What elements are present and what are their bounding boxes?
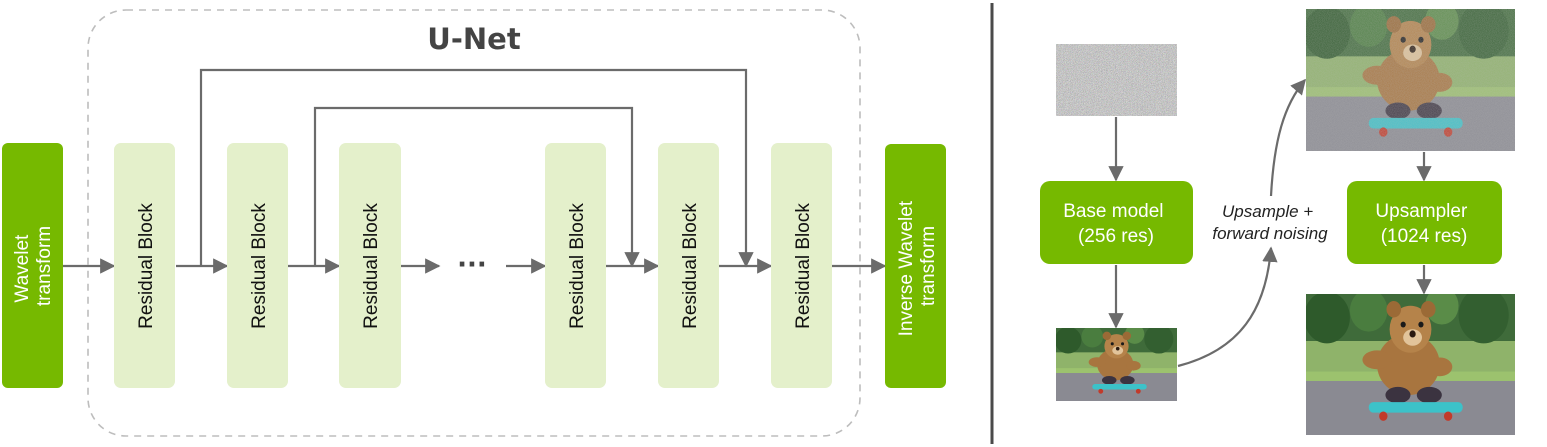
unet-dashed-frame bbox=[87, 9, 861, 437]
svg-text:Inverse Wavelet transfor: Inverse Wavelet transform bbox=[896, 196, 939, 337]
residual-block-5-label: Residual Block bbox=[680, 203, 701, 329]
residual-block-4: Residual Block bbox=[545, 143, 606, 388]
residual-block-4-label: Residual Block bbox=[567, 203, 588, 329]
upsample-note: Upsample + forward noising bbox=[1212, 202, 1328, 243]
wavelet-label-line1: Wavelet bbox=[12, 234, 33, 303]
base-model-label: Base model bbox=[1063, 201, 1163, 222]
residual-block-1-label: Residual Block bbox=[136, 203, 157, 329]
teddy-bear-1024-image bbox=[1306, 294, 1515, 435]
residual-block-2: Residual Block bbox=[227, 143, 288, 388]
residual-block-2-label: Residual Block bbox=[249, 203, 270, 329]
inverse-wavelet-transform-box: Inverse Wavelet transform bbox=[885, 144, 946, 388]
upsampler-res: (1024 res) bbox=[1381, 226, 1468, 247]
residual-block-6: Residual Block bbox=[771, 143, 832, 388]
arrow-upsample-curve bbox=[1177, 246, 1278, 368]
noise-image bbox=[1056, 44, 1177, 116]
skip-connection-inner bbox=[313, 106, 640, 268]
residual-block-5: Residual Block bbox=[658, 143, 719, 388]
upsample-note-line1: Upsample + bbox=[1222, 202, 1313, 221]
arrow-to-noisy-image bbox=[1269, 78, 1306, 197]
blocks-ellipsis: ··· bbox=[457, 250, 487, 280]
inverse-wavelet-label-line2: transform bbox=[918, 226, 939, 306]
upsample-note-line2: forward noising bbox=[1212, 224, 1328, 243]
wavelet-label-line2: transform bbox=[34, 226, 55, 306]
svg-text:Wavelet transform: Wavelet transform bbox=[12, 226, 55, 306]
svg-text:Base model (256 res): Base model (256 res) bbox=[1063, 201, 1169, 247]
residual-block-1: Residual Block bbox=[114, 143, 175, 388]
base-model-box: Base model (256 res) bbox=[1040, 181, 1193, 264]
upsampler-label: Upsampler bbox=[1375, 201, 1468, 222]
skip-connection-outer bbox=[199, 68, 754, 268]
base-model-res: (256 res) bbox=[1078, 226, 1154, 247]
svg-text:Upsampler (1024 res): Upsampler (1024 res) bbox=[1375, 201, 1472, 247]
residual-block-3-label: Residual Block bbox=[361, 203, 382, 329]
teddy-bear-256-image bbox=[1056, 328, 1177, 401]
residual-block-3: Residual Block bbox=[339, 143, 401, 388]
unet-title: U-Net bbox=[427, 22, 521, 56]
inverse-wavelet-label-line1: Inverse Wavelet bbox=[896, 200, 917, 336]
noisy-teddy-bear-1024-image bbox=[1306, 9, 1515, 151]
residual-block-6-label: Residual Block bbox=[793, 203, 814, 329]
upsampler-box: Upsampler (1024 res) bbox=[1347, 181, 1502, 264]
wavelet-transform-box: Wavelet transform bbox=[2, 143, 63, 388]
